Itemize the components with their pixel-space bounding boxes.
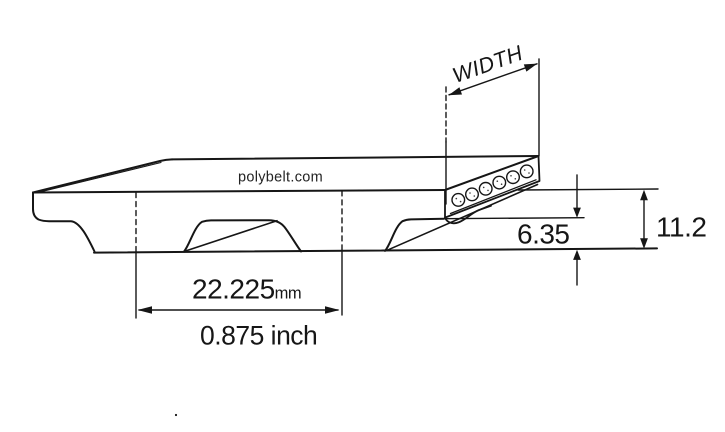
pitch-mm-unit: mm (275, 285, 302, 303)
pitch-inch-label: 0.875 inch (200, 321, 317, 351)
cord-stipple-dot (469, 192, 471, 194)
width-dimension-line (448, 63, 538, 96)
watermark-text: polybelt.com (238, 170, 323, 186)
pitch-arrowhead-left (137, 306, 152, 314)
overall-height-arrowhead-bottom (640, 238, 648, 249)
height-ref-line-top (517, 188, 659, 191)
cord-stipple-dot (496, 180, 499, 182)
width-arrowhead-right (523, 63, 538, 72)
cord-stipple-dot (455, 197, 458, 200)
pitch-mm-label: 22.225mm (192, 274, 301, 305)
cord-stipple-dots (455, 169, 530, 203)
tooth-height-arrowhead-up (573, 249, 581, 260)
tension-cord-circle (519, 164, 534, 179)
pitch-mm-value: 22.225 (192, 274, 275, 305)
overall-height-label: 11.2 (656, 212, 706, 243)
second-tooth-right-flank (384, 217, 445, 252)
cut-tooth-bump (444, 204, 492, 225)
gap-depth-line (184, 219, 278, 252)
tension-cord-circle (492, 175, 507, 190)
belt-body (32, 155, 658, 254)
overall-height-arrowhead-top (640, 189, 648, 201)
top-surface-back-edge (171, 155, 540, 161)
belt-bottom-edge (93, 247, 658, 254)
tension-cord-circle (506, 170, 521, 185)
top-surface-inner-line (39, 161, 162, 193)
cord-stipple-dot (487, 189, 489, 192)
tooth-gap-profile (183, 219, 302, 253)
tension-cord-circle (451, 192, 466, 207)
cord-stipple-dot (473, 195, 476, 197)
top-surface-left-edge (32, 158, 173, 194)
tooth-height-label: 6.35 (517, 219, 570, 250)
scan-speck (174, 413, 178, 417)
root-ref-line (443, 216, 585, 220)
cord-stipple-dot (500, 183, 503, 185)
belt-top-front-edge (32, 189, 446, 194)
cut-face-top-edge (444, 155, 540, 191)
tension-cords (451, 164, 534, 207)
tension-cord-circle (465, 187, 480, 202)
cut-depth-line (386, 183, 539, 252)
pitch-arrowhead-right (325, 306, 340, 314)
cord-stipple-dot (514, 178, 517, 180)
overall-height-dimension (517, 188, 659, 249)
cord-stipple-dot (510, 175, 512, 177)
width-dimension (445, 58, 540, 205)
cord-band-inner-line (449, 179, 537, 215)
cord-stipple-dot (523, 169, 526, 171)
cord-stipple-dot (459, 200, 462, 203)
cord-band-outline (444, 155, 541, 219)
tooth-height-arrowhead-down (573, 207, 581, 218)
width-arrowhead-left (448, 87, 462, 96)
tension-cord-circle (478, 181, 493, 196)
cord-stipple-dot (528, 172, 530, 174)
pitch-dimension (135, 190, 343, 319)
belt-left-edge-profile (32, 191, 96, 253)
tooth-height-dimension (443, 174, 585, 286)
cord-stipple-dot (482, 186, 485, 189)
